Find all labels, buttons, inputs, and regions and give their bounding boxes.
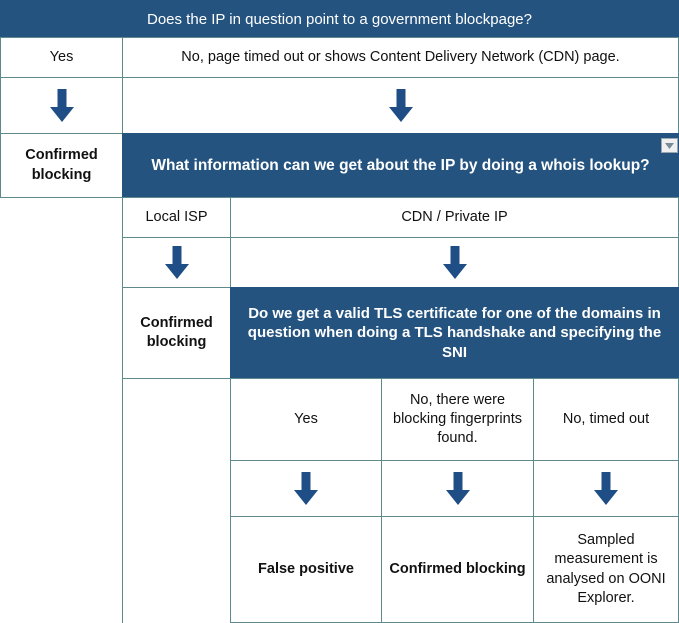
filter-dropdown-button[interactable] xyxy=(661,138,678,153)
answer-yes-blockpage: Yes xyxy=(0,37,123,78)
outcome-confirmed-blocking-level1: Confirmed blocking xyxy=(0,133,123,198)
answer-no-blockpage-label: No, page timed out or shows Content Deli… xyxy=(181,48,620,65)
answer-no-blockpage: No, page timed out or shows Content Deli… xyxy=(122,37,679,78)
left-column-divider xyxy=(122,197,123,623)
answer-tls-fingerprints-label: No, there were blocking fingerprints fou… xyxy=(393,391,522,447)
answer-tls-timed-out-label: No, timed out xyxy=(562,410,650,427)
question-text-blockpage: Does the IP in question point to a gover… xyxy=(147,10,532,28)
answer-tls-yes: Yes xyxy=(230,378,382,461)
answer-tls-yes-label: Yes xyxy=(294,410,318,427)
arrow-cell-no-blockpage xyxy=(122,77,679,134)
question-band-tls: Do we get a valid TLS certificate for on… xyxy=(230,287,679,379)
arrow-cell-local-isp xyxy=(122,237,231,288)
arrow-cell-tls-fingerprints xyxy=(381,460,534,517)
down-arrow-icon xyxy=(593,471,619,506)
down-arrow-icon xyxy=(442,245,468,280)
outcome-confirmed-blocking-level2-label: Confirmed blocking xyxy=(140,314,213,350)
outcome-confirmed-blocking-level3: Confirmed blocking xyxy=(381,516,534,623)
arrow-cell-tls-yes xyxy=(230,460,382,517)
down-arrow-icon xyxy=(388,88,414,123)
down-arrow-icon xyxy=(293,471,319,506)
answer-cdn-private-ip-label: CDN / Private IP xyxy=(401,208,508,225)
outcome-confirmed-blocking-level3-label: Confirmed blocking xyxy=(389,560,526,577)
arrow-cell-tls-timed-out xyxy=(533,460,679,517)
question-text-whois: What information can we get about the IP… xyxy=(151,156,650,174)
answer-tls-fingerprints: No, there were blocking fingerprints fou… xyxy=(381,378,534,461)
outcome-sampled-measurement: Sampled measurement is analysed on OONI … xyxy=(533,516,679,623)
outcome-false-positive-label: False positive xyxy=(258,560,354,577)
outcome-false-positive: False positive xyxy=(230,516,382,623)
question-text-tls: Do we get a valid TLS certificate for on… xyxy=(247,305,662,361)
answer-local-isp-label: Local ISP xyxy=(145,208,208,225)
question-band-whois: What information can we get about the IP… xyxy=(122,133,679,198)
down-arrow-icon xyxy=(49,88,75,123)
outcome-confirmed-blocking-level1-label: Confirmed blocking xyxy=(25,147,98,183)
down-arrow-icon xyxy=(445,471,471,506)
question-band-blockpage: Does the IP in question point to a gover… xyxy=(0,0,679,38)
down-arrow-icon xyxy=(164,245,190,280)
outcome-confirmed-blocking-level2: Confirmed blocking xyxy=(122,287,231,379)
arrow-cell-yes-blockpage xyxy=(0,77,123,134)
answer-tls-timed-out: No, timed out xyxy=(533,378,679,461)
answer-yes-blockpage-label: Yes xyxy=(49,48,74,65)
answer-local-isp: Local ISP xyxy=(122,197,231,238)
outcome-sampled-measurement-label: Sampled measurement is analysed on OONI … xyxy=(546,532,666,606)
answer-cdn-private-ip: CDN / Private IP xyxy=(230,197,679,238)
arrow-cell-cdn xyxy=(230,237,679,288)
